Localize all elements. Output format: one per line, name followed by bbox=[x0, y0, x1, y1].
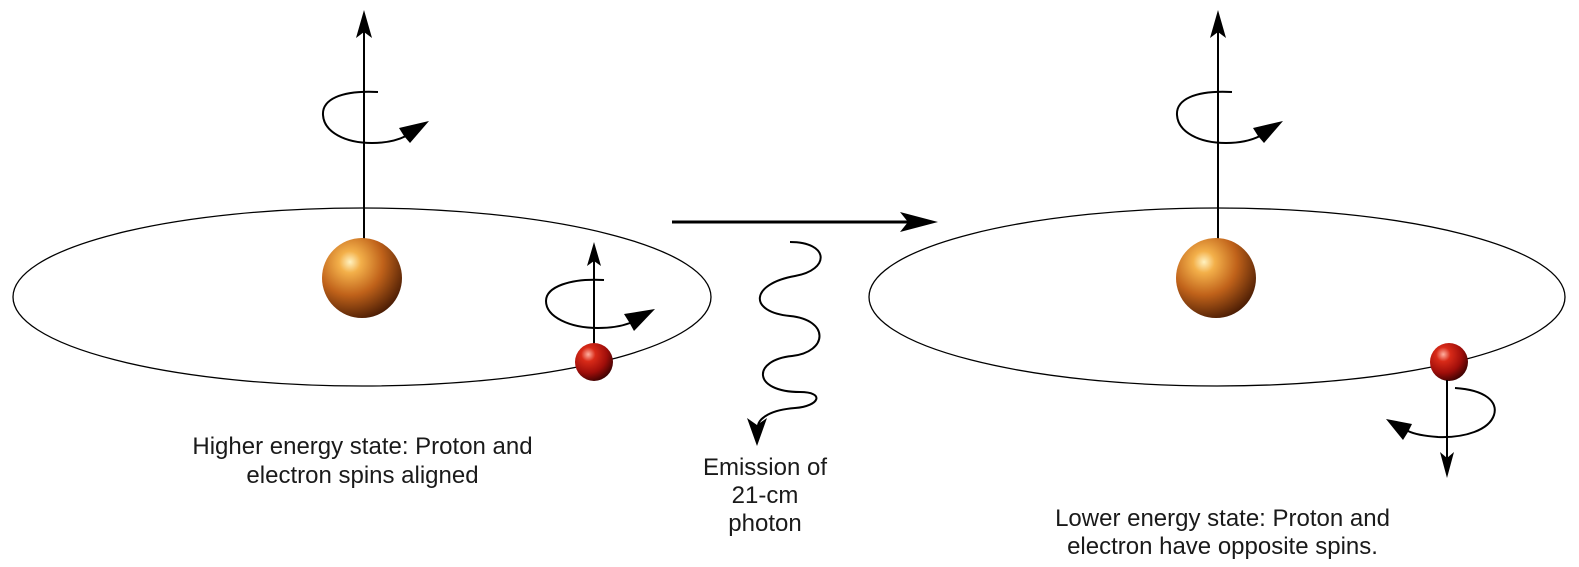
electron-rotation-arrow bbox=[544, 278, 631, 330]
emission-caption-line3: photon bbox=[728, 510, 802, 537]
low-energy-caption-line2: electron have opposite spins. bbox=[1067, 533, 1378, 560]
proton-spin-axis-arrowhead bbox=[1210, 10, 1226, 38]
high-energy-state bbox=[12, 10, 712, 387]
emission-caption: Emission of 21-cm photon bbox=[680, 454, 850, 538]
electron-spin-axis-arrowhead bbox=[1440, 452, 1454, 478]
photon-wave bbox=[757, 241, 822, 426]
proton-rotation-arrow bbox=[1175, 90, 1261, 145]
transition bbox=[672, 212, 938, 446]
low-energy-state bbox=[868, 10, 1566, 478]
electron bbox=[575, 343, 613, 381]
electron-rotation-arrowhead bbox=[624, 309, 655, 331]
proton-spin-axis-arrowhead bbox=[356, 10, 372, 38]
low-energy-caption-line1: Lower energy state: Proton and bbox=[1055, 505, 1390, 532]
proton bbox=[322, 238, 402, 318]
electron-rotation-arrowhead bbox=[1386, 419, 1412, 440]
electron-spin-axis-arrowhead bbox=[587, 242, 601, 266]
proton bbox=[1176, 238, 1256, 318]
emission-caption-line2: 21-cm bbox=[731, 482, 799, 509]
emission-caption-line1: Emission of bbox=[702, 454, 828, 481]
electron bbox=[1430, 343, 1468, 381]
proton-rotation-arrow bbox=[321, 90, 407, 145]
high-energy-caption-line1: Higher energy state: Proton and bbox=[192, 433, 533, 460]
proton-rotation-arrowhead bbox=[1253, 121, 1283, 143]
electron-rotation-arrow bbox=[1407, 387, 1496, 439]
low-energy-caption: Lower energy state: Proton and electron … bbox=[1000, 505, 1445, 561]
high-energy-caption: Higher energy state: Proton and electron… bbox=[140, 432, 585, 490]
transition-arrowhead bbox=[900, 212, 938, 232]
electron-orbit bbox=[12, 207, 712, 387]
proton-rotation-arrowhead bbox=[399, 121, 429, 143]
high-energy-caption-line2: electron spins aligned bbox=[246, 462, 479, 489]
photon-arrowhead bbox=[747, 418, 767, 446]
